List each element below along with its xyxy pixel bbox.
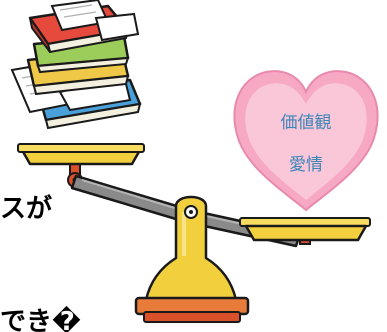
heart-label-values: 価値観 — [281, 113, 332, 133]
scale-pillar — [134, 195, 250, 323]
left-pan — [17, 143, 145, 166]
cropped-text-line2: でき� — [0, 306, 81, 332]
heart-label-love: 愛情 — [289, 155, 323, 175]
heart-shape: 価値観 愛情 — [233, 70, 379, 212]
balance-scale — [17, 143, 371, 323]
cropped-text-line1: スが — [0, 193, 52, 224]
right-pan — [239, 217, 371, 242]
book-stack — [10, 0, 142, 130]
loose-papers-top — [50, 0, 140, 42]
